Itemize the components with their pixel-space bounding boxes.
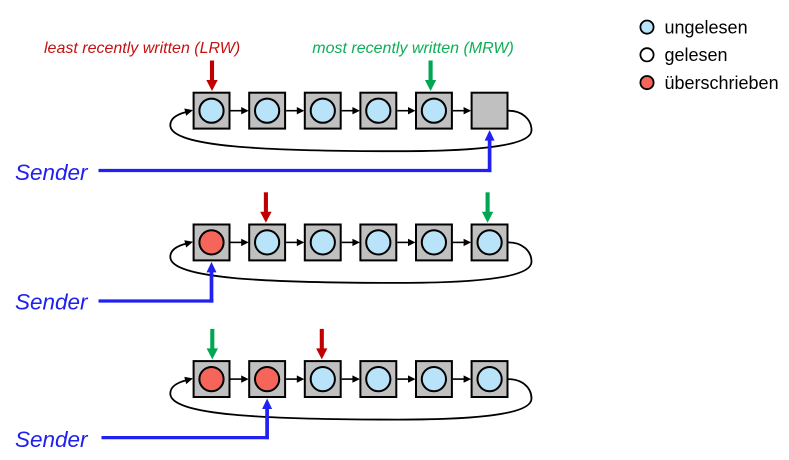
svg-text:Sender: Sender xyxy=(15,427,89,452)
svg-text:überschrieben: überschrieben xyxy=(665,73,779,93)
svg-text:gelesen: gelesen xyxy=(665,45,728,65)
svg-text:Sender: Sender xyxy=(15,160,89,185)
svg-text:most recently written (MRW): most recently written (MRW) xyxy=(312,40,514,57)
svg-text:Sender: Sender xyxy=(15,289,89,314)
svg-text:ungelesen: ungelesen xyxy=(665,18,748,38)
svg-text:least recently written (LRW): least recently written (LRW) xyxy=(44,40,240,57)
